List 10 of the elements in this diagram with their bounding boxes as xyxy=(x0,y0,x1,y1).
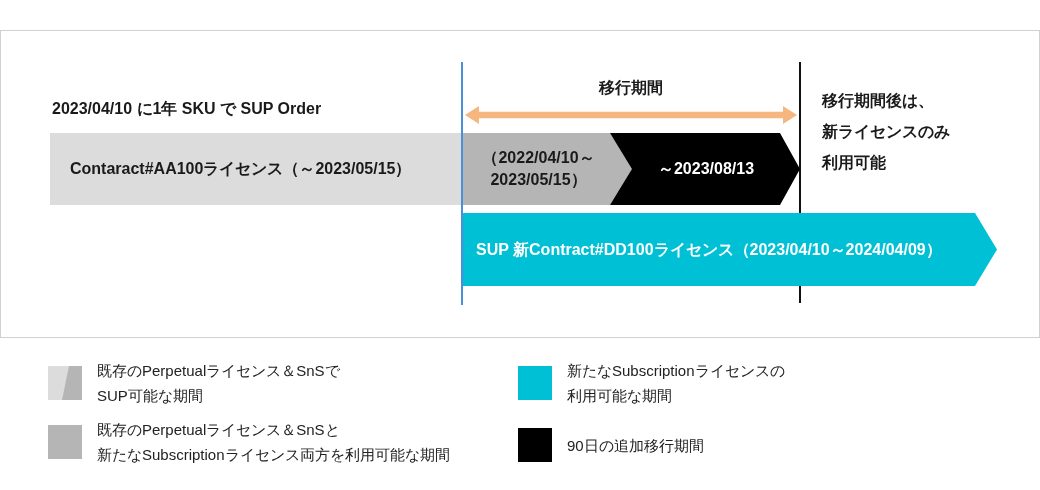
note-text: 移行期間後は、新ライセンスのみ利用可能 xyxy=(822,91,951,173)
period-bar: Contaract#AA100ライセンス（～2023/05/15） xyxy=(50,133,462,205)
license-period-bar: SUP 新Contract#DD100ライセンス（2023/04/10～2024/04/09） xyxy=(462,213,997,286)
legend-text: 90日の追加移行期間 xyxy=(567,435,705,456)
legend-text: 既存のPerpetualライセンス＆SnSでSUP可能な期間 xyxy=(97,361,341,406)
legend-text: 既存のPerpetualライセンス＆SnSと新たなSubscriptionライセンス両方を利用可能な期間 xyxy=(97,420,451,465)
annotation-text: 2023/04/10 に1年 SKU で SUP Order xyxy=(52,99,323,119)
legend-text: 新たなSubscriptionライセンスの利用可能な期間 xyxy=(567,361,786,406)
period-bar: ～2023/08/13 xyxy=(610,133,800,205)
dimension-line: 移行期間 xyxy=(465,77,797,124)
